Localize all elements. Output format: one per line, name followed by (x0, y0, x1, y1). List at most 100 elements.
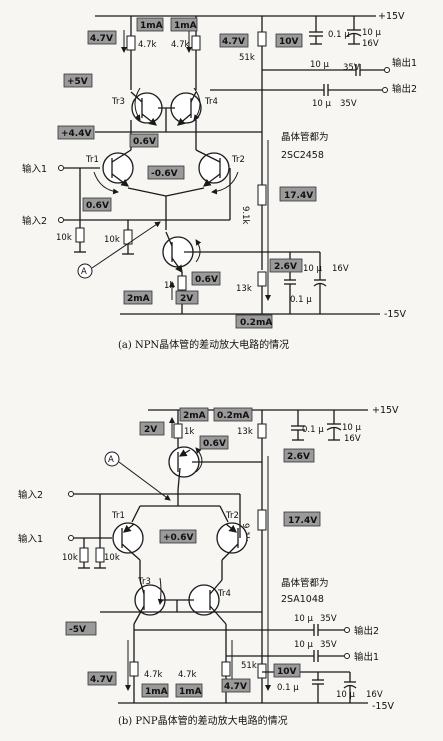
b-resistor-13k (257, 423, 267, 439)
b-resistor-rc2 (221, 661, 231, 677)
a-resistor-rc2 (191, 35, 201, 51)
svg-text:0.2mA: 0.2mA (240, 318, 272, 328)
a-output1-label: 输出1 (392, 57, 417, 69)
svg-text:0.6V: 0.6V (203, 439, 226, 449)
svg-text:2.6V: 2.6V (274, 262, 297, 272)
a-tr2-label: Tr2 (231, 155, 245, 165)
a-cap1-label: 0.1 μ (328, 30, 350, 40)
a-tag-0v6-top: 0.6V (129, 133, 159, 148)
a-caption: (a) NPN晶体管的差动放大电路的情况 (118, 338, 289, 351)
svg-text:0.6V: 0.6V (195, 275, 218, 285)
a-input1-terminal[interactable] (58, 165, 64, 171)
a-tag-0v6-mid: 0.6V (82, 197, 112, 212)
b-tr1-label: Tr1 (111, 511, 125, 521)
b-cap2-label: 10 μ (342, 423, 362, 433)
svg-text:1mA: 1mA (179, 687, 202, 697)
a-tag-0v6-bottom: 0.6V (191, 271, 221, 286)
b-transistor-tr2 (216, 522, 248, 554)
a-cap5-v: 16V (332, 264, 349, 274)
a-cap4-label: 10 μ (312, 99, 332, 109)
a-cap3-label: 10 μ (310, 60, 330, 70)
b-tag-17v4: 17.4V (283, 511, 321, 527)
a-tag-plus5v: +5V (63, 73, 93, 88)
b-cap3-v: 35V (320, 614, 337, 624)
b-output2-label: 输出2 (354, 625, 379, 637)
b-tag-4v7-left: 4.7V (87, 671, 117, 686)
svg-text:0.6V: 0.6V (133, 137, 156, 147)
a-input1-label: 输入1 (22, 163, 47, 175)
b-input1-label: 输入1 (18, 533, 43, 545)
b-tag-2ma: 2mA (179, 407, 209, 422)
b-input2-label: 输入2 (18, 489, 43, 501)
a-r13k-label: 13k (236, 284, 252, 294)
svg-text:10V: 10V (279, 37, 299, 47)
b-cap4-label: 10 μ (294, 640, 314, 650)
a-tr4-label: Tr4 (204, 97, 218, 107)
b-r10k2-label: 10k (104, 553, 120, 563)
a-tag-plus4v4: +4.4V (57, 125, 95, 140)
a-tag-2v6: 2.6V (269, 258, 303, 273)
a-cap2-v: 16V (362, 39, 379, 49)
a-r1k-label: 1k (164, 281, 174, 291)
b-resistor-9k1 (257, 509, 267, 531)
b-tag-10v: 10V (273, 663, 301, 678)
b-supply-pos: +15V (372, 405, 399, 416)
b-cap2-v: 16V (344, 434, 361, 444)
b-cap3-label: 10 μ (294, 614, 314, 624)
a-input2-terminal[interactable] (58, 217, 64, 223)
b-note-line2: 2SA1048 (281, 594, 324, 605)
b-input2-terminal[interactable] (68, 491, 74, 497)
a-tag-2ma: 2mA (123, 290, 153, 305)
b-cap4-v: 35V (320, 640, 337, 650)
a-transistor-tr1 (102, 152, 134, 184)
a-rc1-label: 4.7k (138, 40, 157, 50)
a-r9k1-label: 9.1k (240, 206, 250, 225)
svg-text:10V: 10V (277, 667, 297, 677)
b-output1-terminal[interactable] (344, 653, 350, 659)
a-cap6-label: 0.1 μ (290, 295, 312, 305)
b-tag-0ma2: 0.2mA (213, 407, 253, 422)
b-resistor-10k-1 (79, 547, 89, 563)
b-tag-plus0v6: +0.6V (159, 529, 197, 544)
svg-text:4.7V: 4.7V (224, 682, 247, 692)
svg-text:0.6V: 0.6V (86, 201, 109, 211)
b-tag-0v6: 0.6V (199, 435, 229, 450)
svg-text:4.7V: 4.7V (222, 37, 245, 47)
b-cap6-label: 10 μ (336, 690, 356, 700)
a-tr3-label: Tr3 (111, 97, 125, 107)
svg-text:+0.6V: +0.6V (163, 533, 193, 543)
b-output2-terminal[interactable] (344, 627, 350, 633)
a-cap3-v: 35V (343, 63, 360, 73)
a-tag-0ma2: 0.2mA (235, 314, 273, 329)
svg-text:-5V: -5V (69, 625, 86, 635)
a-output2-label: 输出2 (392, 83, 417, 95)
b-output1-label: 输出1 (354, 651, 379, 663)
svg-text:1mA: 1mA (140, 21, 163, 31)
b-resistor-1k (173, 423, 183, 439)
svg-text:1mA: 1mA (174, 21, 197, 31)
svg-text:0.2mA: 0.2mA (217, 411, 249, 421)
a-r10k2-label: 10k (104, 235, 120, 245)
b-r13k-label: 13k (237, 427, 253, 437)
b-tag-1ma-right: 1mA (175, 683, 203, 698)
svg-text:2mA: 2mA (183, 411, 206, 421)
a-output2-terminal[interactable] (382, 87, 388, 93)
b-r10k1-label: 10k (62, 553, 78, 563)
a-tag-4v7-right: 4.7V (219, 33, 249, 48)
a-note-line2: 2SC2458 (281, 150, 324, 161)
b-tag-2v6: 2.6V (283, 448, 315, 463)
svg-text:17.4V: 17.4V (288, 516, 317, 526)
a-output1-terminal[interactable] (384, 67, 390, 73)
a-tag-1ma-left: 1mA (136, 17, 164, 32)
b-note-line1: 晶体管都为 (281, 577, 329, 589)
b-input1-terminal[interactable] (68, 535, 74, 541)
a-supply-neg: -15V (384, 309, 407, 320)
svg-text:2V: 2V (144, 425, 157, 435)
b-tr3-label: Tr3 (137, 577, 151, 587)
b-rc2-label: 4.7k (178, 670, 197, 680)
a-tag-minus0v6: -0.6V (147, 165, 185, 180)
a-resistor-9k1 (257, 184, 267, 206)
b-transistor-tr1 (112, 522, 144, 554)
a-cap4-v: 35V (340, 99, 357, 109)
